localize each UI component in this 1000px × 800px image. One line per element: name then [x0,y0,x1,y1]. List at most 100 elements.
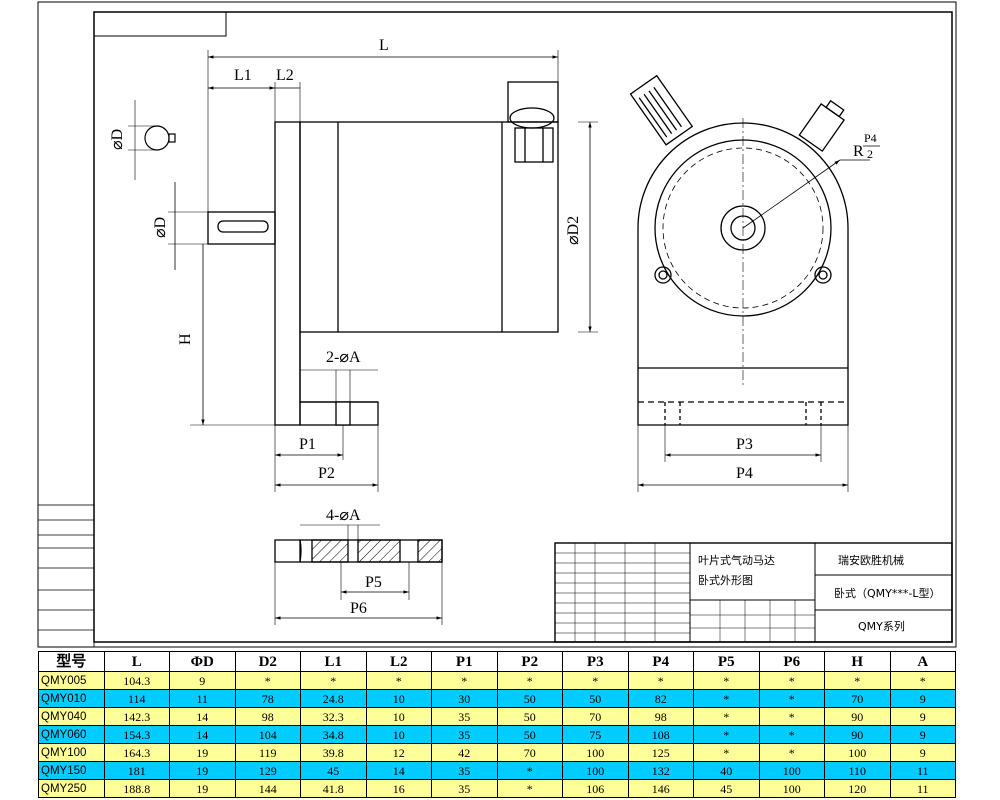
spec-table-cell: 144 [234,779,301,798]
spec-table-cell: 181 [103,761,170,780]
spec-table-header-cell: A [889,651,956,672]
spec-table-cell: 9 [169,671,236,690]
spec-table-cell: 188.8 [103,779,170,798]
spec-table-cell: 24.8 [300,689,367,708]
spec-table-cell: 11 [169,689,236,708]
spec-table-cell: 30 [431,689,498,708]
spec-table-cell: 14 [169,707,236,726]
spec-table-cell: * [627,671,694,690]
spec-table-model-cell: QMY060 [38,725,105,744]
spec-table-cell: 9 [889,707,956,726]
dim-H: H [177,333,194,345]
spec-table-cell: 19 [169,779,236,798]
spec-table-cell: 50 [496,707,563,726]
spec-table-cell: 40 [693,761,760,780]
spec-table-cell: 14 [169,725,236,744]
left-stamp [37,504,95,648]
spec-table-cell: * [758,743,825,762]
spec-table-cell: 35 [431,779,498,798]
spec-table-cell: 90 [824,707,891,726]
spec-table-cell: 11 [889,779,956,798]
spec-table-cell: 35 [431,725,498,744]
spec-table-cell: * [693,689,760,708]
spec-table-cell: 10 [365,689,432,708]
spec-table-cell: 50 [562,689,629,708]
dim-L: L [379,37,389,54]
spec-table-header-cell: L [103,651,170,672]
dim-L1: L1 [234,67,252,84]
spec-table-cell: 42 [431,743,498,762]
spec-table-cell: 120 [824,779,891,798]
spec-table-cell: 14 [365,761,432,780]
spec-table-cell: 82 [627,689,694,708]
spec-table-cell: 75 [562,725,629,744]
title-block [554,542,953,643]
dim-phiD: ⌀D [152,217,169,238]
spec-table-cell: 106 [562,779,629,798]
spec-table-cell: * [758,725,825,744]
spec-table-cell: 10 [365,707,432,726]
spec-table-header-cell: P2 [496,651,563,672]
spec-table-cell: 164.3 [103,743,170,762]
spec-table-cell: 9 [889,725,956,744]
spec-table-cell: 10 [365,725,432,744]
spec-table-cell: 114 [103,689,170,708]
title-name-line1: 叶片式气动马达 [698,553,775,567]
dim-2-phiA: 2-⌀A [326,349,361,366]
spec-table-cell: 125 [627,743,694,762]
spec-table-cell: 110 [824,761,891,780]
spec-table-cell: 70 [496,743,563,762]
spec-table-cell: * [693,725,760,744]
spec-table-cell: 19 [169,761,236,780]
spec-table-cell: 146 [627,779,694,798]
dim-4-phiA: 4-⌀A [326,507,361,524]
spec-table-cell: * [496,671,563,690]
spec-table-cell: * [496,761,563,780]
spec-table-cell: 16 [365,779,432,798]
spec-table-cell: * [824,671,891,690]
spec-table-header-cell: 型号 [38,651,105,672]
dim-phiD-small: ⌀D [109,129,126,150]
spec-table-cell: 98 [234,707,301,726]
spec-table-cell: 35 [431,761,498,780]
dim-R-prefix: R [853,143,864,160]
spec-table-cell: 11 [889,761,956,780]
spec-table-cell: 50 [496,725,563,744]
title-company: 瑞安欧胜机械 [838,553,904,567]
spec-table-header-cell: P5 [693,651,760,672]
spec-table-cell: 32.3 [300,707,367,726]
dim-P5: P5 [365,574,382,591]
spec-table-cell: * [496,779,563,798]
spec-table-header-cell: P3 [562,651,629,672]
spec-table-cell: 100 [824,743,891,762]
spec-table-cell: * [693,743,760,762]
foot-section [274,524,443,625]
spec-table-cell: 19 [169,743,236,762]
title-model-line: 卧式（QMY***-L型） [834,586,940,600]
title-name-line2: 卧式外形图 [698,574,753,587]
technical-drawing: L L1 L2 ⌀D ⌀D H ⌀D2 2-⌀A P1 P2 P3 P4 R P… [37,1,957,648]
dim-R-den: 2 [867,147,873,161]
spec-table-cell: 119 [234,743,301,762]
spec-table-cell: 9 [889,689,956,708]
spec-table-cell: 98 [627,707,694,726]
spec-table-cell: 45 [693,779,760,798]
spec-table-cell: 34.8 [300,725,367,744]
spec-table-header-cell: L1 [300,651,367,672]
spec-table-cell: * [300,671,367,690]
dim-P4: P4 [736,465,753,482]
spec-table-cell: 12 [365,743,432,762]
spec-table-cell: 129 [234,761,301,780]
spec-table-header-cell: P6 [758,651,825,672]
spec-table-cell: 45 [300,761,367,780]
dim-P3: P3 [736,436,753,453]
spec-table-cell: 78 [234,689,301,708]
